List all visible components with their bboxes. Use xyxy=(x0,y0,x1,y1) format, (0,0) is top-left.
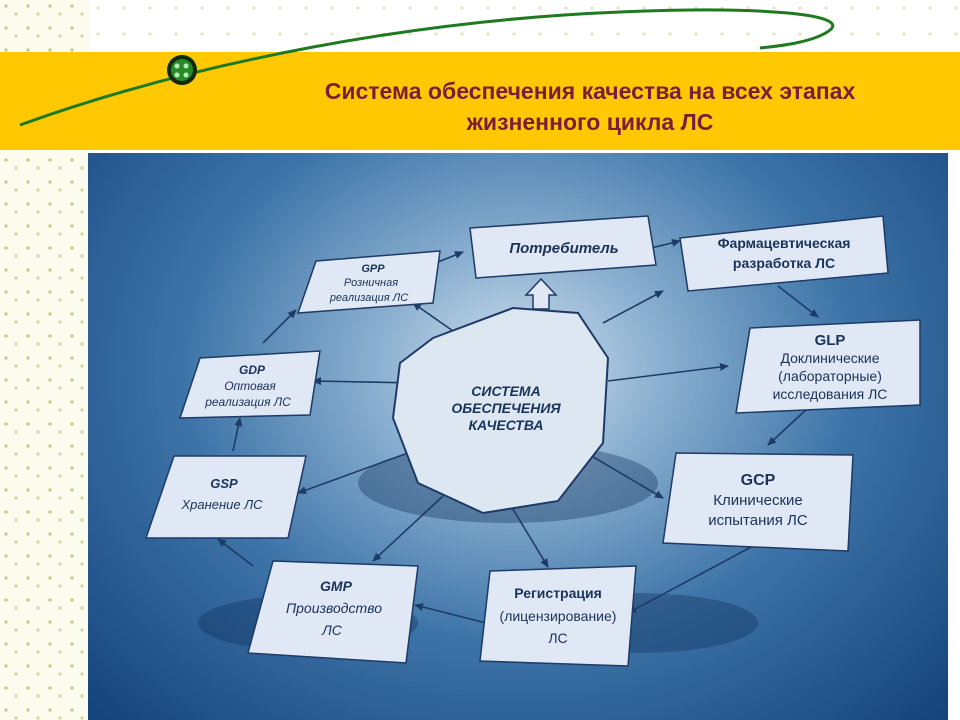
registration-node: Регистрация (лицензирование) ЛС xyxy=(479,565,637,667)
gmp-line-1: Производство xyxy=(286,600,382,616)
consumer-node: Потребитель xyxy=(469,215,657,279)
registration-line-1: Регистрация xyxy=(514,585,602,601)
upward-hollow-arrow xyxy=(524,277,558,310)
title-band xyxy=(0,52,960,150)
registration-line-2: (лицензирование) xyxy=(500,608,617,624)
gcp-code: GCP xyxy=(741,472,776,489)
gmp-node: GMP Производство ЛС xyxy=(247,560,419,664)
gdp-code: GDP xyxy=(239,363,266,377)
gpp-line-2: реализация ЛС xyxy=(329,292,408,304)
slide-title-line-2: жизненного цикла ЛС xyxy=(466,109,714,135)
center-label-1: СИСТЕМА xyxy=(471,383,540,399)
consumer-label: Потребитель xyxy=(509,240,618,257)
center-label-3: КАЧЕСТВА xyxy=(468,417,543,433)
diagram-panel: СИСТЕМА ОБЕСПЕЧЕНИЯ КАЧЕСТВА Потребитель… xyxy=(88,153,948,720)
center-node: СИСТЕМА ОБЕСПЕЧЕНИЯ КАЧЕСТВА xyxy=(391,306,610,515)
gsp-code: GSP xyxy=(210,476,238,491)
gdp-line-2: реализация ЛС xyxy=(204,395,291,409)
globe-bullet-icon xyxy=(167,55,197,85)
gsp-node: GSP Хранение ЛС xyxy=(144,455,307,539)
slide-title: Система обеспечения качества на всех эта… xyxy=(160,76,960,138)
gcp-node: GCP Клинические испытания ЛС xyxy=(662,452,854,552)
gmp-line-2: ЛС xyxy=(321,622,343,638)
gcp-line-2: испытания ЛС xyxy=(708,512,808,529)
gdp-node: GDP Оптовая реализация ЛС xyxy=(178,350,321,419)
slide-title-line-1: Система обеспечения качества на всех эта… xyxy=(324,78,856,104)
glp-line-3: исследования ЛС xyxy=(773,386,888,402)
quality-system-diagram: СИСТЕМА ОБЕСПЕЧЕНИЯ КАЧЕСТВА Потребитель… xyxy=(144,215,921,667)
pharm-dev-line-1: Фармацевтическая xyxy=(718,235,851,251)
center-label-2: ОБЕСПЕЧЕНИЯ xyxy=(451,400,561,416)
top-decorative-pattern xyxy=(90,0,960,52)
gcp-line-1: Клинические xyxy=(713,492,802,509)
glp-code: GLP xyxy=(815,332,846,349)
pharm-dev-line-2: разработка ЛС xyxy=(733,255,835,271)
gdp-line-1: Оптовая xyxy=(224,379,276,393)
gpp-code: GPP xyxy=(361,263,385,275)
registration-line-3: ЛС xyxy=(548,630,567,646)
gpp-line-1: Розничная xyxy=(344,277,398,289)
glp-line-2: (лабораторные) xyxy=(778,368,882,384)
glp-node: GLP Доклинические (лабораторные) исследо… xyxy=(735,319,921,414)
gsp-line-1: Хранение ЛС xyxy=(180,497,263,512)
glp-line-1: Доклинические xyxy=(780,350,879,366)
green-swoosh-decoration xyxy=(19,8,835,127)
pharm-dev-node: Фармацевтическая разработка ЛС xyxy=(679,215,889,292)
gmp-code: GMP xyxy=(320,578,353,594)
gpp-node: GPP Розничная реализация ЛС xyxy=(296,250,441,314)
